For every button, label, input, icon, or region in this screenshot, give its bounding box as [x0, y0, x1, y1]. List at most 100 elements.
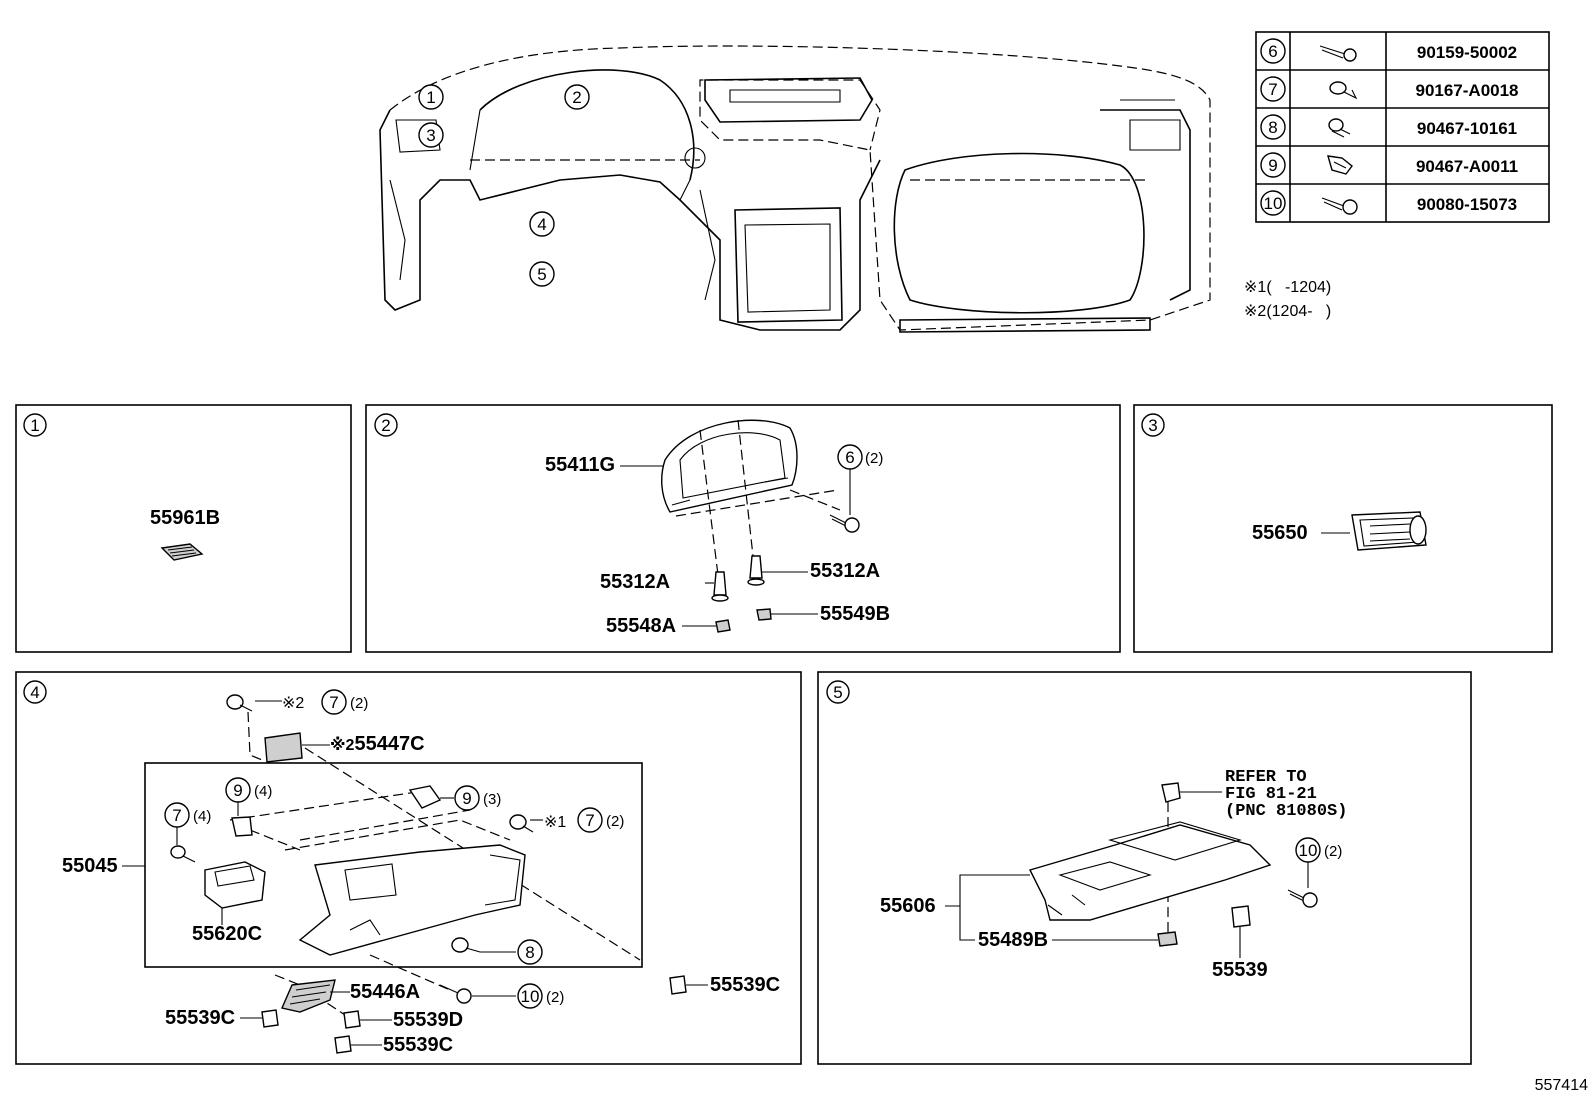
part-label-55045[interactable]: 55045 — [62, 855, 118, 877]
panel-3: 3 55650 — [1133, 404, 1553, 653]
svg-text:10: 10 — [1299, 841, 1318, 860]
fastener-row-9[interactable]: 9 90467-A0011 — [1260, 152, 1518, 178]
part-label-55650[interactable]: 55650 — [1252, 522, 1308, 544]
svg-text:6: 6 — [845, 448, 854, 467]
fastener-callout-9-center[interactable]: 9 (3) — [454, 785, 501, 811]
overview-callout-1[interactable]: 1 — [418, 84, 444, 110]
screw-icon — [1319, 45, 1357, 62]
dashboard-overview — [379, 45, 1211, 333]
refer-note[interactable]: REFER TO FIG 81-21 (PNC 81080S) — [1225, 768, 1347, 821]
screw-10 — [439, 984, 472, 1004]
svg-text:4: 4 — [537, 215, 546, 234]
overview-callout-3[interactable]: 3 — [418, 122, 444, 148]
svg-text:7: 7 — [329, 693, 338, 712]
svg-text:※2: ※2 — [282, 695, 304, 712]
svg-text:9: 9 — [233, 781, 242, 800]
svg-text:(2): (2) — [350, 695, 368, 712]
part-label-55620C[interactable]: 55620C — [192, 923, 262, 945]
clip-55539C-right — [669, 975, 687, 995]
note-1: ※1( -1204) — [1244, 279, 1331, 296]
clip-55539 — [1231, 905, 1251, 928]
clip-55539C-left — [261, 1009, 279, 1028]
fastener-callout-6[interactable]: 6 (2) — [837, 444, 883, 515]
fastener-callout-7-right[interactable]: 7 (2) — [577, 807, 624, 833]
overview-callout-4[interactable]: 4 — [529, 211, 555, 237]
svg-text:90080-15073: 90080-15073 — [1417, 195, 1517, 214]
svg-text:7: 7 — [1268, 80, 1277, 99]
fastener-row-8[interactable]: 8 90467-10161 — [1260, 114, 1517, 140]
screw-icon — [1287, 889, 1318, 908]
svg-text:7: 7 — [172, 806, 181, 825]
part-label-55447C[interactable]: ※255447C — [330, 733, 425, 755]
svg-text:7: 7 — [585, 811, 594, 830]
fastener-callout-10-panel5[interactable]: 10 (2) — [1295, 837, 1342, 888]
svg-text:5: 5 — [537, 265, 546, 284]
part-label-55312A-left[interactable]: 55312A — [600, 571, 670, 593]
clip-top-right — [509, 814, 534, 833]
svg-text:8: 8 — [1268, 118, 1277, 137]
part-label-55548A[interactable]: 55548A — [606, 615, 676, 637]
svg-text:90159-50002: 90159-50002 — [1417, 43, 1517, 62]
part-label-55411G[interactable]: 55411G — [545, 454, 615, 476]
part-label-55539C-right[interactable]: 55539C — [710, 974, 780, 996]
clip-top-left — [226, 694, 253, 712]
svg-text:9: 9 — [1268, 156, 1277, 175]
clip-9-left — [231, 816, 253, 837]
svg-text:3: 3 — [1148, 416, 1157, 435]
fastener-row-7[interactable]: 7 90167-A0018 — [1260, 76, 1519, 102]
stud-left — [711, 571, 729, 602]
svg-text:1: 1 — [426, 88, 435, 107]
fastener-callout-7-top[interactable]: 7 (2) — [321, 689, 368, 715]
svg-text:2: 2 — [572, 88, 581, 107]
clip-refer — [1161, 782, 1181, 803]
cluster-bezel-part — [661, 419, 798, 513]
screw-icon — [1321, 197, 1358, 215]
svg-text:90167-A0018: 90167-A0018 — [1415, 81, 1518, 100]
fastener-row-6[interactable]: 6 90159-50002 — [1260, 38, 1517, 64]
clip-8 — [451, 937, 481, 953]
fastener-table: 6 90159-50002 7 90167-A0018 8 90467-1016 — [1255, 31, 1550, 223]
part-label-55549B[interactable]: 55549B — [820, 603, 890, 625]
clip-left — [715, 619, 731, 633]
part-label-55489B[interactable]: 55489B — [978, 929, 1048, 951]
svg-text:(4): (4) — [193, 808, 211, 825]
svg-text:REFER TO: REFER TO — [1225, 768, 1307, 787]
overview-callout-2[interactable]: 2 — [564, 84, 590, 110]
panel-1: 1 55961B — [15, 404, 352, 653]
panel-2: 2 55411G 6 (2) 55312A 55312A — [365, 404, 1121, 653]
clip-55539D — [343, 1010, 361, 1029]
svg-text:(2): (2) — [546, 989, 564, 1006]
part-label-55539C-left[interactable]: 55539C — [165, 1007, 235, 1029]
part-label-55539C-bottom[interactable]: 55539C — [383, 1034, 453, 1056]
svg-text:9: 9 — [462, 789, 471, 808]
part-label-55539D[interactable]: 55539D — [393, 1009, 463, 1031]
bracket-55447C — [264, 732, 303, 763]
overview-callouts: 1 2 3 4 5 — [418, 84, 590, 287]
part-label-55539[interactable]: 55539 — [1212, 959, 1268, 981]
overview-callout-5[interactable]: 5 — [529, 261, 555, 287]
part-label-55312A-right[interactable]: 55312A — [810, 560, 880, 582]
svg-text:FIG 81-21: FIG 81-21 — [1225, 785, 1317, 804]
fastener-row-10[interactable]: 10 90080-15073 — [1260, 190, 1517, 216]
svg-text:10: 10 — [521, 987, 540, 1006]
part-label-55606[interactable]: 55606 — [880, 895, 936, 917]
fastener-callout-7-left[interactable]: 7 (4) — [164, 802, 211, 845]
svg-text:4: 4 — [30, 683, 39, 702]
panel-4: 4 ※2 7 (2) ※255447C — [15, 671, 802, 1065]
notes: ※1( -1204) ※2(1204- ) — [1244, 279, 1331, 320]
screw-icon — [829, 514, 860, 533]
svg-text:3: 3 — [426, 126, 435, 145]
svg-text:90467-A0011: 90467-A0011 — [1416, 157, 1518, 176]
svg-text:1: 1 — [30, 416, 39, 435]
svg-text:90467-10161: 90467-10161 — [1417, 119, 1517, 138]
fastener-callout-10[interactable]: 10 (2) — [517, 983, 564, 1009]
svg-text:8: 8 — [525, 943, 534, 962]
fastener-callout-9-left[interactable]: 9 (4) — [225, 777, 272, 816]
svg-text:(3): (3) — [483, 791, 501, 808]
part-label-55446A[interactable]: 55446A — [350, 981, 420, 1003]
svg-text:5: 5 — [833, 683, 842, 702]
fastener-callout-8[interactable]: 8 — [517, 939, 543, 965]
part-label-55961B[interactable]: 55961B — [150, 507, 220, 529]
svg-text:(2): (2) — [1324, 843, 1342, 860]
